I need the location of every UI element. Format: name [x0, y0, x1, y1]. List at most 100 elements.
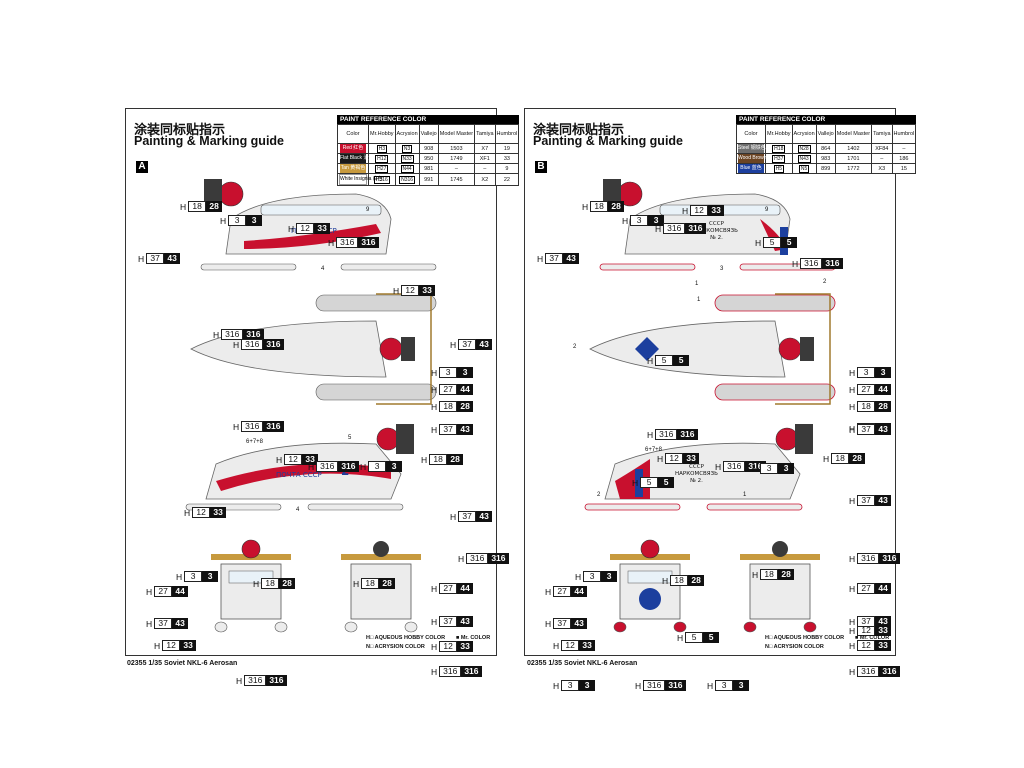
legend-aqueous: H□ AQUEOUS HOBBY COLOR: [366, 635, 446, 641]
callout-hobby-code: 3: [439, 367, 458, 378]
callout-acrysion-code: 33: [875, 625, 892, 636]
callout-acrysion-code: 33: [419, 285, 436, 296]
callout-hobby-code: 12: [561, 640, 580, 651]
callout-prefix: H: [545, 618, 552, 629]
callout-acrysion-code: 316: [879, 666, 900, 677]
part-number: 6+7+8: [246, 439, 264, 445]
callout-acrysion-code: 28: [379, 578, 396, 589]
legend-aqueous: H□ AQUEOUS HOBBY COLOR: [765, 635, 845, 641]
callout-acrysion-code: 43: [172, 618, 189, 629]
callout-prefix: H: [328, 237, 335, 248]
callout-hobby-code: 316: [466, 553, 489, 564]
front-view: [610, 539, 690, 633]
callout-acrysion-code: 43: [476, 511, 493, 522]
callout-hobby-code: 18: [361, 578, 380, 589]
callout-acrysion-code: 3: [202, 571, 219, 582]
callout-hobby-code: 27: [857, 384, 876, 395]
callout-acrysion-code: 43: [476, 339, 493, 350]
callout-acrysion-code: 28: [279, 578, 296, 589]
callout-acrysion-code: 43: [563, 253, 580, 264]
callout-hobby-code: 3: [228, 215, 247, 226]
callout-hobby-code: 37: [857, 495, 876, 506]
callout-acrysion-code: 44: [571, 586, 588, 597]
scheme-letter: B: [535, 161, 547, 173]
callout-hobby-code: 37: [545, 253, 564, 264]
callout-acrysion-code: 316: [243, 329, 264, 340]
callout-prefix: H: [236, 675, 243, 686]
part-number: 4: [321, 266, 325, 272]
callout-hobby-code: 37: [857, 616, 876, 627]
callout-prefix: H: [849, 495, 856, 506]
color-swatch: Blue 蓝色: [738, 164, 764, 173]
callout-acrysion-code: 43: [457, 424, 474, 435]
part-number: 2: [573, 344, 577, 350]
callout-acrysion-code: 33: [457, 641, 474, 652]
callout-prefix: H: [849, 625, 856, 636]
callout-prefix: H: [431, 401, 438, 412]
callout-prefix: H: [632, 477, 639, 488]
callout-prefix: H: [582, 201, 589, 212]
callout-acrysion-code: 33: [875, 640, 892, 651]
humbrol-cell: 9: [494, 163, 520, 174]
color-swatch: White Insignia 白色: [339, 174, 383, 185]
color-swatch-cell: White Insignia 白色: [337, 173, 383, 186]
callout-acrysion-code: 316: [358, 237, 379, 248]
callout-acrysion-code: 3: [875, 367, 892, 378]
callout-prefix: H: [431, 424, 438, 435]
callout-acrysion-code: 28: [457, 401, 474, 412]
callout-prefix: H: [233, 421, 240, 432]
callout-acrysion-code: 28: [608, 201, 625, 212]
callout-hobby-code: 316: [439, 666, 462, 677]
callout-prefix: H: [431, 641, 438, 652]
callout-acrysion-code: 316: [338, 461, 359, 472]
rear-view: [341, 541, 421, 633]
callout-hobby-code: 316: [663, 223, 686, 234]
humbrol-cell: 15: [891, 163, 917, 174]
callout-hobby-code: 12: [857, 640, 876, 651]
decal-narkomsvyaz-side: СССР НАРКОМСВЯЗЬ № 2.: [675, 464, 718, 485]
callout-acrysion-code: 3: [579, 680, 596, 691]
callout-prefix: H: [288, 223, 295, 234]
callout-prefix: H: [622, 215, 629, 226]
callout-hobby-code: 316: [244, 675, 267, 686]
callout-acrysion-code: 44: [875, 384, 892, 395]
callout-acrysion-code: 3: [778, 463, 795, 474]
callout-prefix: H: [657, 453, 664, 464]
callout-prefix: H: [431, 666, 438, 677]
humbrol-cell: 22: [494, 173, 520, 186]
color-swatch: Flat Black 消光黑: [340, 154, 379, 163]
callout-acrysion-code: 316: [745, 461, 766, 472]
callout-prefix: H: [647, 429, 654, 440]
callout-hobby-code: 5: [685, 632, 704, 643]
callout-prefix: H: [184, 507, 191, 518]
callout-acrysion-code: 3: [601, 571, 618, 582]
callout-prefix: H: [662, 575, 669, 586]
callout-hobby-code: 18: [670, 575, 689, 586]
callout-acrysion-code: 28: [206, 201, 223, 212]
callout-prefix: H: [849, 616, 856, 627]
callout-hobby-code: 3: [561, 680, 580, 691]
callout-acrysion-code: 5: [673, 355, 690, 366]
sheet-title: Painting & Marking guide: [533, 134, 684, 148]
